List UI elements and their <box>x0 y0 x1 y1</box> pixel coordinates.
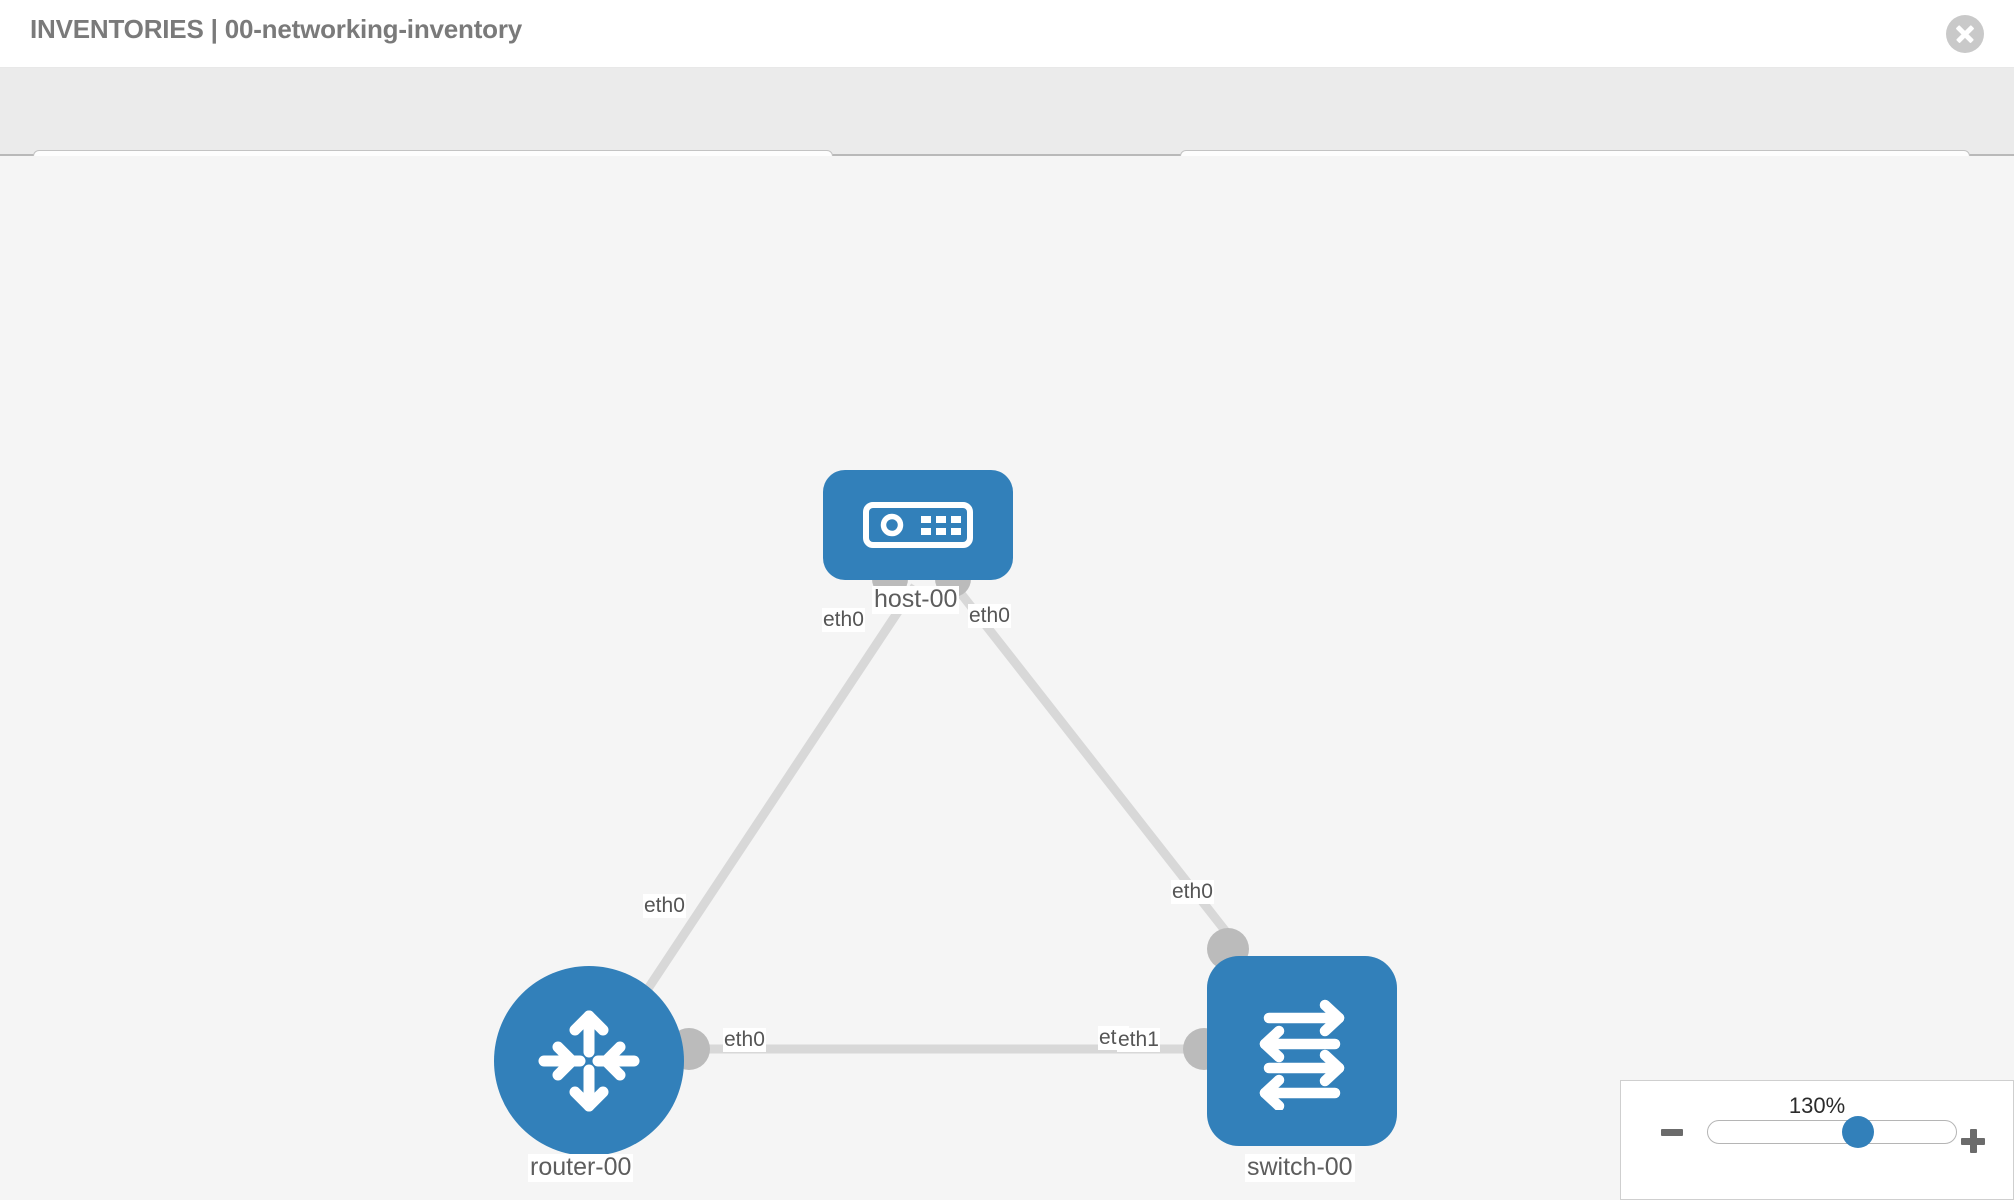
toolbar: ACTIONS SEARCH <box>0 68 2014 200</box>
switch-icon <box>1259 999 1345 1110</box>
node-switch-shape[interactable] <box>1207 956 1397 1146</box>
topology-graph: host-00 <box>0 156 2014 1200</box>
node-switch-00[interactable] <box>1207 956 1397 1146</box>
link-router-host <box>596 583 919 1064</box>
topology-canvas[interactable]: host-00 <box>0 156 2014 1200</box>
node-host-00[interactable] <box>823 470 1013 580</box>
zoom-in-button[interactable] <box>1961 1129 1985 1153</box>
node-switch-label: switch-00 <box>1245 1153 1355 1182</box>
if-label-switch-up: eth0 <box>1171 880 1214 905</box>
if-label-host-right: eth0 <box>968 604 1011 629</box>
zoom-slider-track[interactable] <box>1707 1116 1957 1148</box>
if-label-router-up: eth0 <box>643 894 686 919</box>
node-router-00[interactable] <box>494 966 684 1156</box>
topology-links <box>596 583 1249 1064</box>
node-router-shape[interactable] <box>494 966 684 1156</box>
page-title: INVENTORIES | 00-networking-inventory <box>30 14 523 44</box>
node-router-label: router-00 <box>528 1153 634 1182</box>
zoom-out-button[interactable] <box>1661 1129 1683 1136</box>
node-host-label: host-00 <box>872 585 960 614</box>
zoom-level-value: 130% <box>1788 1093 1846 1118</box>
if-label-host-left: eth0 <box>822 608 865 633</box>
if-label-router-right: eth0 <box>723 1028 766 1053</box>
zoom-slider-thumb[interactable] <box>1842 1116 1874 1148</box>
if-label-switch-left: eth1 <box>1117 1028 1160 1053</box>
zoom-control-panel: 130% <box>1620 1080 2014 1200</box>
server-icon <box>863 502 973 548</box>
node-host-shape[interactable] <box>823 470 1013 580</box>
zoom-in-icon-v <box>1969 1129 1977 1153</box>
close-icon[interactable] <box>1946 15 1984 53</box>
page-header: INVENTORIES | 00-networking-inventory <box>0 0 2014 68</box>
router-icon <box>538 1010 640 1112</box>
